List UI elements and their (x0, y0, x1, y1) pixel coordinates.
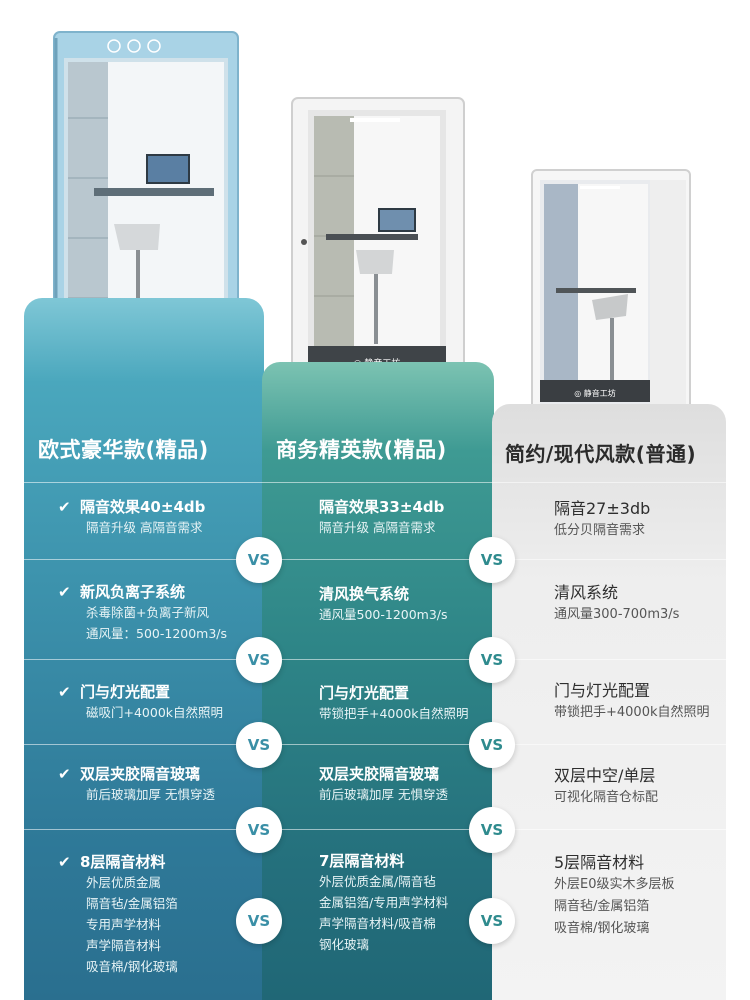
feature-detail: 杀毒除菌+负离子新风 (86, 605, 209, 620)
vs-badge: VS (469, 637, 515, 683)
check-icon: ✔ (58, 583, 71, 601)
business-feature-4: 双层夹胶隔音玻璃 前后玻璃加厚 无惧穿透 (319, 764, 448, 805)
feature-heading: 双层夹胶隔音玻璃 (80, 765, 201, 783)
luxury-feature-5: ✔ 8层隔音材料 外层优质金属 隔音毡/金属铝箔 专用声学材料 声学隔音材料 吸音… (58, 852, 178, 977)
feature-detail: 钢化玻璃 (319, 937, 370, 952)
feature-heading: 清风换气系统 (319, 585, 410, 603)
row-divider (24, 744, 726, 745)
feature-detail: 前后玻璃加厚 无惧穿透 (319, 787, 448, 802)
vs-badge: VS (236, 722, 282, 768)
feature-heading: 双层夹胶隔音玻璃 (319, 765, 440, 783)
row-divider (24, 829, 726, 830)
standard-feature-2: 清风系统 通风量300-700m3/s (554, 582, 679, 626)
check-icon: ✔ (58, 498, 71, 516)
business-feature-1: 隔音效果33±4db 隔音升级 高隔音需求 (319, 497, 444, 538)
feature-detail: 可视化隔音仓标配 (554, 790, 659, 805)
check-icon: ✔ (58, 683, 71, 701)
vs-badge: VS (469, 722, 515, 768)
feature-detail: 吸音棉/钢化玻璃 (554, 921, 650, 936)
vs-badge: VS (469, 537, 515, 583)
business-booth-image: ◎ 静音工坊 (291, 97, 465, 389)
standard-feature-1: 隔音27±3db 低分贝隔音需求 (554, 498, 650, 542)
feature-detail: 带锁把手+4000k自然照明 (554, 705, 710, 720)
vs-badge: VS (236, 637, 282, 683)
vs-badge: VS (236, 898, 282, 944)
feature-heading: 门与灯光配置 (554, 681, 651, 700)
business-feature-3: 门与灯光配置 带锁把手+4000k自然照明 (319, 683, 469, 724)
feature-heading: 双层中空/单层 (554, 766, 656, 785)
feature-detail: 通风量300-700m3/s (554, 607, 680, 622)
standard-title: 简约/现代风款(普通) (505, 442, 697, 466)
business-column (262, 362, 494, 1000)
luxury-feature-4: ✔ 双层夹胶隔音玻璃 前后玻璃加厚 无惧穿透 (58, 764, 215, 805)
feature-detail: 隔音毡/金属铝箔 (554, 899, 650, 914)
feature-detail: 外层优质金属 (86, 875, 162, 890)
feature-detail: 隔音毡/金属铝箔 (86, 896, 178, 911)
feature-detail: 金属铝箔/专用声学材料 (319, 895, 449, 910)
standard-feature-4: 双层中空/单层 可视化隔音仓标配 (554, 765, 658, 809)
feature-heading: 7层隔音材料 (319, 852, 405, 870)
row-divider (24, 559, 726, 560)
feature-heading: 隔音效果33±4db (319, 498, 445, 516)
feature-detail: 前后玻璃加厚 无惧穿透 (86, 787, 215, 802)
feature-heading: 隔音27±3db (554, 499, 651, 518)
check-icon: ✔ (58, 765, 71, 783)
luxury-feature-3: ✔ 门与灯光配置 磁吸门+4000k自然照明 (58, 682, 223, 723)
standard-column (492, 404, 726, 1000)
feature-detail: 通风量：500-1200m3/s (86, 626, 228, 641)
feature-heading: 门与灯光配置 (80, 683, 171, 701)
feature-detail: 隔音升级 高隔音需求 (319, 520, 436, 535)
svg-text:◎ 静音工坊: ◎ 静音工坊 (574, 388, 616, 398)
feature-detail: 通风量500-1200m3/s (319, 607, 448, 622)
vs-badge: VS (236, 537, 282, 583)
feature-detail: 声学隔音材料/吸音棉 (319, 916, 436, 931)
feature-detail: 磁吸门+4000k自然照明 (86, 705, 224, 720)
feature-heading: 8层隔音材料 (80, 853, 166, 871)
feature-heading: 清风系统 (554, 583, 619, 602)
feature-heading: 5层隔音材料 (554, 853, 645, 872)
feature-heading: 门与灯光配置 (319, 684, 410, 702)
luxury-feature-2: ✔ 新风负离子系统 杀毒除菌+负离子新风 通风量：500-1200m3/s (58, 582, 227, 644)
luxury-column (24, 298, 264, 1000)
business-feature-2: 清风换气系统 通风量500-1200m3/s (319, 584, 448, 625)
feature-heading: 隔音效果40±4db (80, 498, 206, 516)
feature-detail: 声学隔音材料 (86, 938, 162, 953)
luxury-booth-image: ◎ 静音工坊 (53, 31, 239, 359)
feature-detail: 外层优质金属/隔音毡 (319, 874, 436, 889)
feature-detail: 低分贝隔音需求 (554, 523, 646, 538)
business-title: 商务精英款(精品) (276, 438, 447, 462)
feature-detail: 吸音棉/钢化玻璃 (86, 959, 178, 974)
vs-badge: VS (236, 807, 282, 853)
vs-badge: VS (469, 898, 515, 944)
business-feature-5: 7层隔音材料 外层优质金属/隔音毡 金属铝箔/专用声学材料 声学隔音材料/吸音棉… (319, 851, 448, 955)
row-divider (24, 482, 726, 483)
standard-booth-image: ◎ 静音工坊 (531, 169, 691, 411)
standard-feature-3: 门与灯光配置 带锁把手+4000k自然照明 (554, 680, 710, 724)
standard-feature-5: 5层隔音材料 外层E0级实木多层板 隔音毡/金属铝箔 吸音棉/钢化玻璃 (554, 852, 675, 940)
row-divider (24, 659, 726, 660)
luxury-feature-1: ✔ 隔音效果40±4db 隔音升级 高隔音需求 (58, 497, 205, 538)
vs-badge: VS (469, 807, 515, 853)
feature-detail: 外层E0级实木多层板 (554, 877, 675, 892)
feature-detail: 专用声学材料 (86, 917, 162, 932)
check-icon: ✔ (58, 853, 71, 871)
feature-detail: 带锁把手+4000k自然照明 (319, 706, 469, 721)
feature-detail: 隔音升级 高隔音需求 (86, 520, 203, 535)
luxury-title: 欧式豪华款(精品) (38, 438, 209, 462)
feature-heading: 新风负离子系统 (80, 583, 186, 601)
